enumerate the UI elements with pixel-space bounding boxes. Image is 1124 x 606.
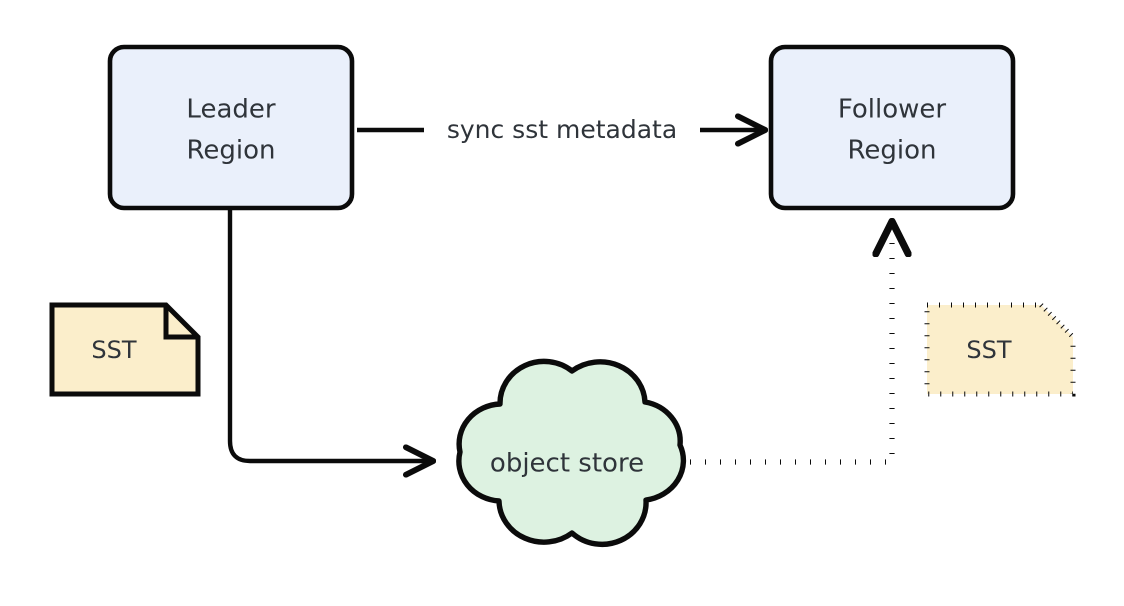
follower-region-label-line1: Follower — [838, 95, 947, 125]
follower-region-label-line2: Region — [847, 136, 936, 166]
sst-leader-note-body[interactable] — [49, 302, 201, 397]
edge-upload-sst — [227, 209, 432, 461]
object-store-cloud-shape[interactable] — [456, 358, 687, 548]
node-sst-leader[interactable]: SST — [49, 302, 201, 397]
object-store-label: object store — [490, 449, 644, 479]
node-sst-follower[interactable]: SST — [924, 302, 1076, 397]
leader-region-label-line1: Leader — [186, 95, 275, 125]
sst-leader-note-fold-icon — [163, 305, 198, 340]
sst-leader-label: SST — [91, 336, 136, 364]
sst-follower-note-body[interactable] — [924, 302, 1076, 397]
node-object-store[interactable]: object store — [456, 358, 687, 548]
edge-fetch-sst-line — [690, 223, 892, 465]
edge-upload-sst-line — [227, 209, 432, 461]
sst-follower-label: SST — [966, 336, 1011, 364]
edge-fetch-sst — [690, 223, 892, 465]
node-leader-region[interactable]: Leader Region — [107, 44, 355, 211]
node-follower-region[interactable]: Follower Region — [768, 44, 1016, 211]
follower-region-box[interactable] — [768, 44, 1016, 211]
leader-region-box[interactable] — [107, 44, 355, 211]
edge-sync-metadata-label: sync sst metadata — [447, 115, 677, 144]
edge-sync-metadata: sync sst metadata — [357, 115, 764, 144]
leader-region-label-line2: Region — [186, 136, 275, 166]
